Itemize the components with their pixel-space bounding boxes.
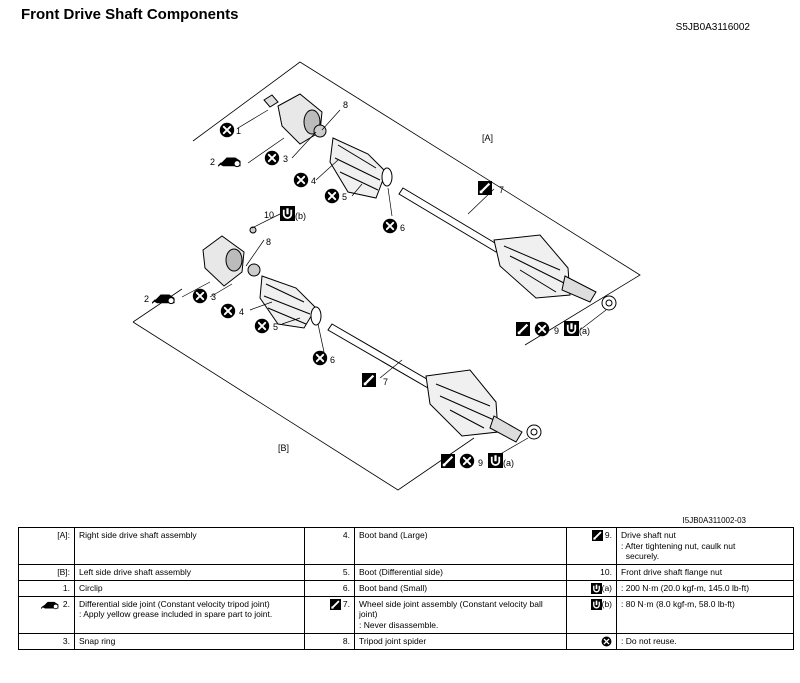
legend-num: 10. (566, 563, 617, 581)
legend-num: [A]: (18, 527, 75, 565)
grease-icon (218, 156, 242, 168)
callout-a-5: 5 (342, 192, 347, 202)
legend-text: Boot band (Large) (354, 527, 567, 565)
legend-text: Boot band (Small) (354, 579, 567, 597)
callout-a-2: 2 (210, 157, 215, 167)
legend-table: [A]: Right side drive shaft assembly 4. … (18, 527, 794, 650)
legend-note: : Apply yellow grease included in spare … (79, 609, 273, 620)
lubricant-icon (329, 599, 341, 610)
callout-b-7: 7 (383, 377, 388, 387)
lubricant-icon (478, 181, 492, 195)
legend-text: Drive shaft nut: After tightening nut, c… (616, 527, 794, 565)
legend-text: Right side drive shaft assembly (74, 527, 305, 565)
callout-a-7: 7 (499, 185, 504, 195)
legend-text: Tripod joint spider (354, 632, 567, 650)
legend-main: Drive shaft nut (621, 530, 676, 540)
do-not-reuse-icon (264, 150, 280, 166)
legend-note-cont: securely. (625, 551, 660, 562)
legend-num: 7. (304, 595, 355, 634)
legend-num-text: (b) (601, 598, 612, 609)
grease-icon (40, 601, 59, 610)
legend-row: 2. Differential side joint (Constant vel… (18, 595, 794, 634)
callout-b-torque-b: (b) (295, 211, 306, 221)
legend-num: 4. (304, 527, 355, 565)
callout-b-8: 8 (266, 237, 271, 247)
callout-b-9: 9 (478, 458, 483, 468)
figure-code: I5JB0A311002-03 (682, 516, 746, 525)
legend-text: Wheel side joint assembly (Constant velo… (354, 595, 567, 634)
legend-row: 1. Circlip 6. Boot band (Small) (a) : 20… (18, 579, 794, 597)
legend-row: [B]: Left side drive shaft assembly 5. B… (18, 563, 794, 581)
callout-b-4: 4 (239, 307, 244, 317)
legend-text: Front drive shaft flange nut (616, 563, 794, 581)
legend-num: 9. (566, 527, 617, 565)
legend-text: Circlip (74, 579, 305, 597)
legend-num: [B]: (18, 563, 75, 581)
callout-a-1: 1 (236, 126, 241, 136)
torque-icon (564, 321, 579, 336)
legend-text: : Do not reuse. (616, 632, 794, 650)
legend-num: 1. (18, 579, 75, 597)
legend-num-text: (a) (601, 582, 612, 593)
document-code: S5JB0A3116002 (675, 22, 750, 33)
callout-a-torque: (a) (579, 326, 590, 336)
page-title: Front Drive Shaft Components (21, 6, 239, 23)
callout-b-6: 6 (330, 355, 335, 365)
legend-main: Differential side joint (Constant veloci… (79, 598, 270, 609)
do-not-reuse-icon (601, 635, 612, 647)
torque-icon (590, 582, 602, 594)
assembly-a-label: [A] (482, 133, 493, 143)
legend-text: Boot (Differential side) (354, 563, 567, 581)
callout-b-torque-a: (a) (503, 458, 514, 468)
legend-num: 2. (18, 595, 75, 634)
callout-a-3: 3 (283, 154, 288, 164)
legend-num: 5. (304, 563, 355, 581)
shaft-a (263, 93, 617, 311)
legend-row: [A]: Right side drive shaft assembly 4. … (18, 527, 794, 565)
legend-note: : After tightening nut, caulk nut (621, 540, 736, 551)
leader-lines (181, 109, 607, 461)
legend-num: 3. (18, 632, 75, 650)
callout-a-6: 6 (400, 223, 405, 233)
legend-num (566, 632, 617, 650)
callout-b-5: 5 (273, 322, 278, 332)
legend-text: : 200 N·m (20.0 kgf-m, 145.0 lb-ft) (616, 579, 794, 597)
legend-num-text: 2. (62, 598, 70, 609)
torque-icon (590, 599, 602, 610)
legend-num-text: 9. (604, 530, 612, 540)
legend-num: (a) (566, 579, 617, 597)
callout-b-10: 10 (264, 210, 274, 220)
legend-text: : 80 N·m (8.0 kgf-m, 58.0 lb-ft) (616, 595, 794, 634)
lubricant-icon (591, 530, 603, 542)
legend-note: : Never disassemble. (359, 620, 439, 630)
legend-main: Wheel side joint assembly (Constant velo… (359, 598, 543, 620)
legend-num-text: 7. (342, 598, 350, 609)
legend-num: 8. (304, 632, 355, 650)
callout-a-8: 8 (343, 100, 348, 110)
assembly-a-frame (192, 61, 641, 346)
legend-row: 3. Snap ring 8. Tripod joint spider : Do… (18, 632, 794, 650)
assembly-b-label: [B] (278, 443, 289, 453)
callout-a-9: 9 (554, 326, 559, 336)
legend-num: 6. (304, 579, 355, 597)
shaft-b (202, 226, 542, 443)
legend-num: (b) (566, 595, 617, 634)
legend-text: Differential side joint (Constant veloci… (74, 595, 305, 634)
exploded-diagram: [A] [B] (132, 61, 641, 491)
legend-text: Snap ring (74, 632, 305, 650)
callout-a-4: 4 (311, 176, 316, 186)
callout-b-3: 3 (211, 292, 216, 302)
callout-b-2: 2 (144, 294, 149, 304)
legend-text: Left side drive shaft assembly (74, 563, 305, 581)
